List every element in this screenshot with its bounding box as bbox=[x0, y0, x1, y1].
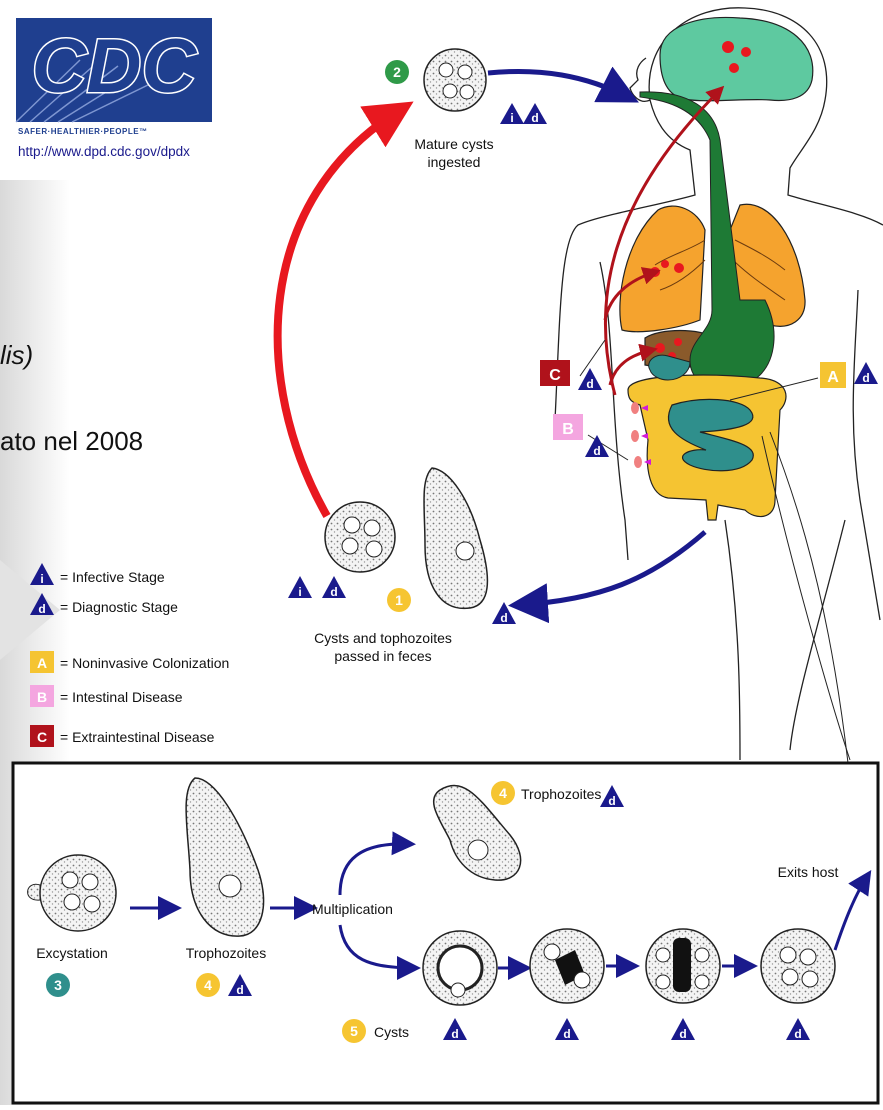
svg-text:i: i bbox=[298, 585, 301, 599]
svg-text:d: d bbox=[531, 111, 538, 125]
svg-text:d: d bbox=[500, 611, 507, 625]
stage-1-trophozoite-diagnostic-marker: d bbox=[492, 602, 516, 625]
stage-3-caption: Excystation bbox=[36, 945, 108, 961]
stage-5-number: 5 bbox=[350, 1023, 358, 1039]
marker-b-on-body: B d bbox=[553, 414, 609, 458]
left-lung bbox=[620, 206, 705, 332]
svg-text:d: d bbox=[794, 1027, 801, 1041]
exits-host-label: Exits host bbox=[778, 864, 839, 880]
stage-4b-caption: Trophozoites bbox=[521, 786, 601, 802]
slide-text-fragment: ato nel 2008 bbox=[0, 426, 143, 456]
stage-2-infective-marker: i bbox=[500, 103, 524, 125]
svg-text:d: d bbox=[38, 602, 45, 616]
svg-text:i: i bbox=[510, 111, 513, 125]
arrow-to-mouth bbox=[488, 71, 630, 98]
stage-2-caption-line2: ingested bbox=[428, 154, 481, 170]
svg-text:d: d bbox=[862, 371, 869, 385]
svg-text:i: i bbox=[40, 572, 43, 586]
stage-1-caption-line1: Cysts and tophozoites bbox=[314, 630, 452, 646]
stage-4b-number: 4 bbox=[499, 785, 507, 801]
marker-c-on-body: C d bbox=[540, 360, 602, 391]
svg-text:d: d bbox=[236, 983, 243, 997]
stage-5-caption: Cysts bbox=[374, 1024, 409, 1040]
svg-text:= Intestinal Disease: = Intestinal Disease bbox=[60, 689, 183, 705]
svg-text:C: C bbox=[37, 729, 47, 745]
callout-line-c bbox=[580, 340, 605, 376]
cyst-immature-2 bbox=[530, 929, 604, 1003]
stage-4-number: 4 bbox=[204, 977, 212, 993]
cdc-tagline: SAFER·HEALTHIER·PEOPLE™ bbox=[18, 127, 148, 136]
legend-intestinal: B = Intestinal Disease bbox=[30, 685, 183, 707]
svg-text:= Extraintestinal Disease: = Extraintestinal Disease bbox=[60, 729, 215, 745]
svg-text:B: B bbox=[37, 689, 47, 705]
legend-noninvasive: A = Noninvasive Colonization bbox=[30, 651, 229, 673]
stage-4-caption: Trophozoites bbox=[186, 945, 266, 961]
cyst-immature-3 bbox=[646, 929, 720, 1003]
svg-text:d: d bbox=[563, 1027, 570, 1041]
svg-text:= Infective Stage: = Infective Stage bbox=[60, 569, 165, 585]
svg-text:A: A bbox=[37, 655, 47, 671]
stage-2-number: 2 bbox=[393, 64, 401, 80]
stage-2-caption-line1: Mature cysts bbox=[414, 136, 493, 152]
svg-text:A: A bbox=[827, 369, 839, 386]
brain bbox=[660, 17, 813, 100]
svg-text:C: C bbox=[549, 367, 561, 384]
cdc-url: http://www.dpd.cdc.gov/dpdx bbox=[18, 144, 190, 159]
svg-text:d: d bbox=[593, 444, 600, 458]
svg-text:d: d bbox=[608, 794, 615, 808]
stage-1-number: 1 bbox=[395, 592, 403, 608]
slide-text-italic-fragment: lis) bbox=[0, 340, 33, 370]
cyst-mature bbox=[761, 929, 835, 1003]
stage-3-number: 3 bbox=[54, 977, 62, 993]
cdc-logo-letters: CDC bbox=[32, 24, 198, 109]
stage-1-infective-marker: i bbox=[288, 576, 312, 599]
cyst-in-feces bbox=[325, 502, 395, 572]
stage-1-caption-line2: passed in feces bbox=[334, 648, 431, 664]
stage-1-diagnostic-marker: d bbox=[322, 576, 346, 599]
svg-text:= Diagnostic Stage: = Diagnostic Stage bbox=[60, 599, 178, 615]
svg-text:= Noninvasive Colonization: = Noninvasive Colonization bbox=[60, 655, 229, 671]
cyst-immature-1 bbox=[423, 931, 497, 1005]
stage-2-diagnostic-marker: d bbox=[523, 103, 547, 125]
ingestion-cycle-arrow bbox=[278, 110, 400, 516]
svg-text:d: d bbox=[586, 377, 593, 391]
trophozoite-in-feces bbox=[424, 468, 487, 608]
svg-text:d: d bbox=[330, 585, 337, 599]
arrow-passed-in-feces bbox=[518, 532, 705, 605]
svg-text:d: d bbox=[679, 1027, 686, 1041]
multiplication-label: Multiplication bbox=[312, 901, 393, 917]
svg-text:B: B bbox=[562, 421, 574, 438]
svg-text:d: d bbox=[451, 1027, 458, 1041]
cdc-logo: CDC bbox=[16, 18, 212, 122]
marker-a-on-body: A d bbox=[820, 362, 878, 388]
mature-cyst-ingested bbox=[424, 49, 486, 111]
